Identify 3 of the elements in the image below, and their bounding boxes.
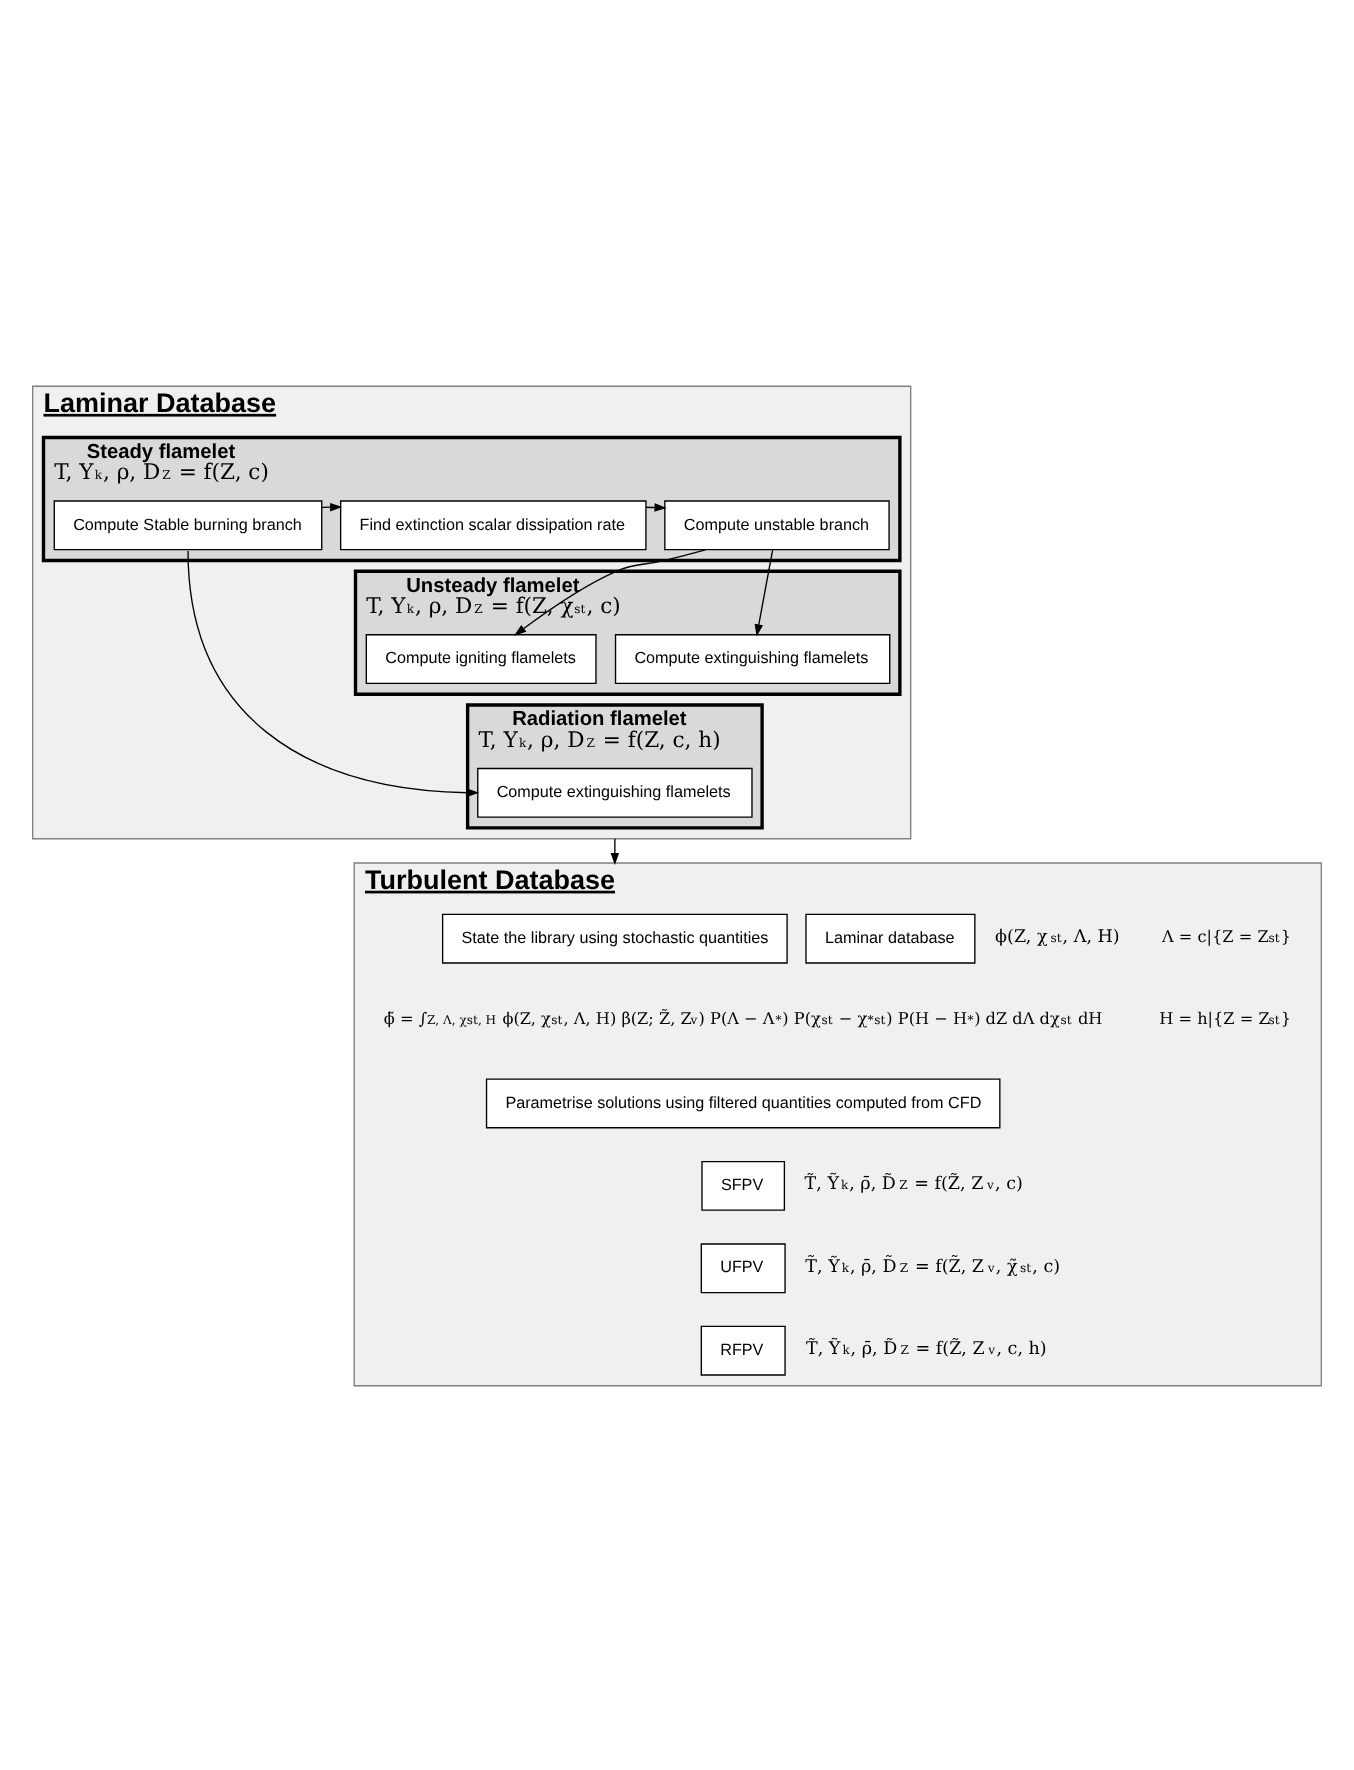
arrow (754, 548, 774, 636)
arrow (187, 549, 480, 796)
arrow (610, 837, 620, 865)
